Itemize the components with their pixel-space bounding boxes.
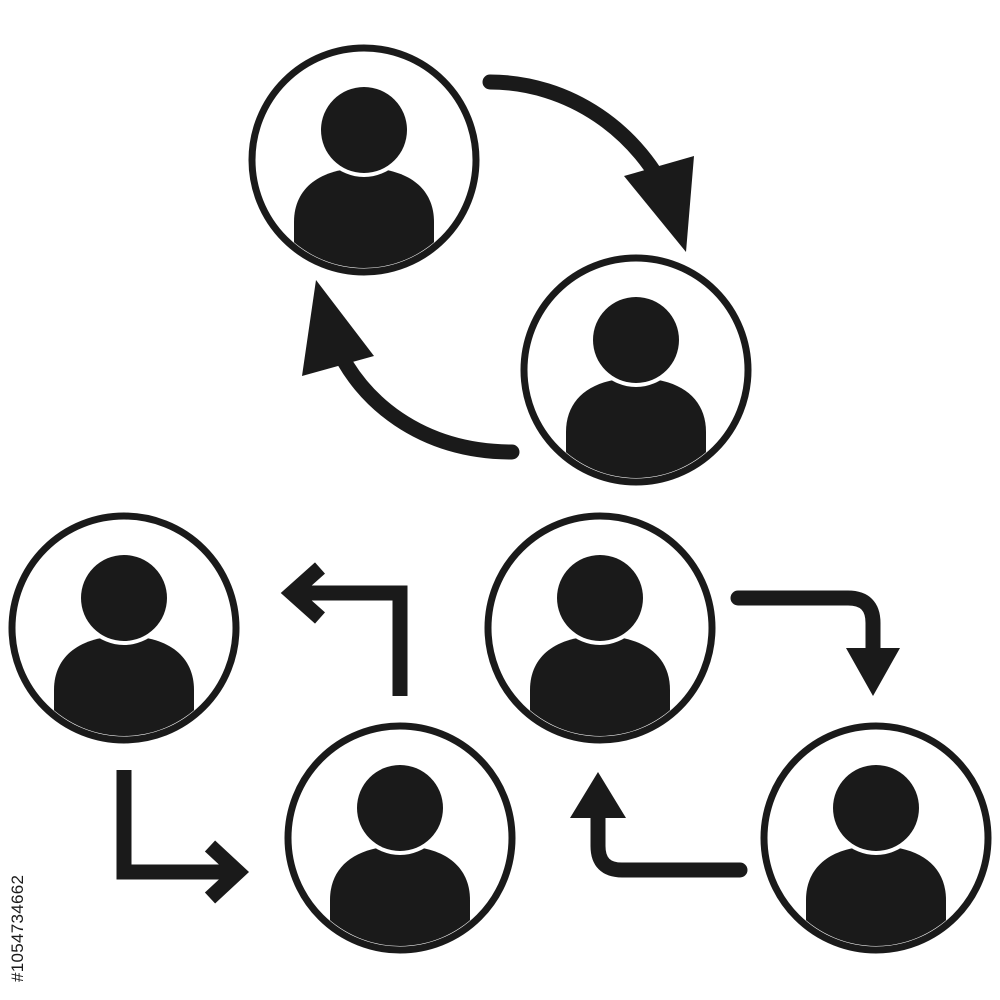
person-e-node [760, 722, 992, 954]
person-f-node [284, 722, 516, 954]
arrow-person-c-to-person-e [730, 590, 900, 696]
arrow-person-d-to-person-f [116, 770, 250, 904]
person-c-node [8, 512, 240, 744]
user-avatar-icon [294, 83, 434, 268]
user-avatar-icon [530, 551, 670, 736]
person-d-node [484, 512, 716, 744]
user-avatar-icon [54, 551, 194, 736]
person-b-node [520, 254, 752, 486]
arrow-person-a-to-person-b [482, 74, 694, 252]
user-avatar-icon [330, 761, 470, 946]
user-avatar-icon [806, 761, 946, 946]
arrow-person-b-to-person-a [302, 280, 520, 460]
person-a-node [248, 44, 480, 276]
user-avatar-icon [566, 293, 706, 478]
stock-id-watermark: #1054734662 [8, 874, 27, 982]
arrow-person-f-to-person-d [570, 772, 748, 878]
arrow-person-d-to-person-c [280, 562, 408, 696]
